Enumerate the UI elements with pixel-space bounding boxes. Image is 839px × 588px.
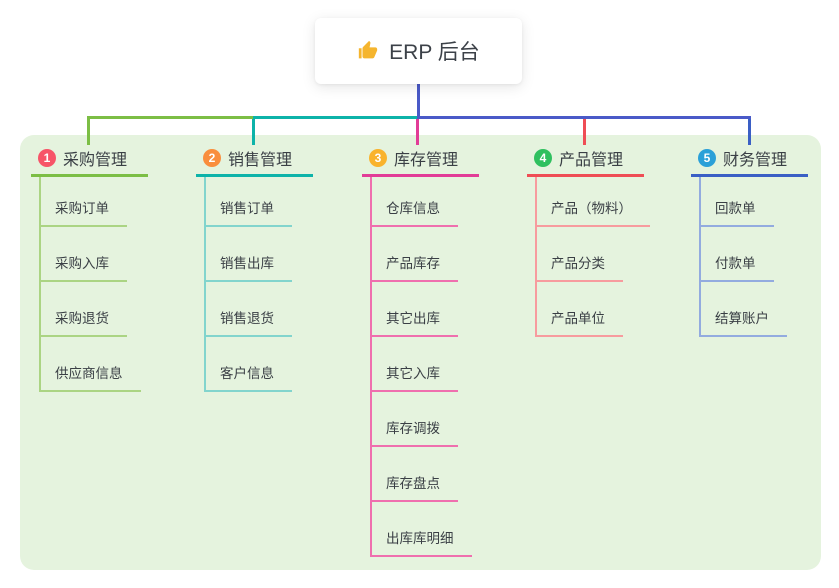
mindmap-child-node[interactable]: 销售退货 <box>206 282 292 337</box>
root-node-title: ERP 后台 <box>389 41 480 64</box>
branch-children: 仓库信息产品库存其它出库其它入库库存调拨库存盘点出库库明细 <box>370 177 479 557</box>
branch-number-badge: 4 <box>534 148 552 167</box>
connector-horizontal-segment-1 <box>88 116 253 119</box>
mindmap-child-node[interactable]: 客户信息 <box>206 337 292 392</box>
branch-number-badge: 1 <box>38 148 56 167</box>
connector-root-vertical <box>417 84 420 116</box>
branch-number-badge: 3 <box>369 148 387 167</box>
mindmap-child-node[interactable]: 出库库明细 <box>372 502 472 557</box>
branch-label: 销售管理 <box>228 151 293 169</box>
branch-children: 采购订单采购入库采购退货供应商信息 <box>39 177 148 392</box>
branch-label: 采购管理 <box>63 151 128 169</box>
mindmap-child-node[interactable]: 采购订单 <box>41 177 127 227</box>
connector-drop-branch-3 <box>416 116 419 145</box>
mindmap-branch: 1 采购管理 采购订单采购入库采购退货供应商信息 <box>31 146 148 392</box>
mindmap-branch: 2 销售管理 销售订单销售出库销售退货客户信息 <box>196 146 313 392</box>
mindmap-child-node[interactable]: 其它出库 <box>372 282 458 337</box>
connector-horizontal-segment-3 <box>417 116 751 119</box>
mindmap-branch-node[interactable]: 2 销售管理 <box>196 146 313 177</box>
mindmap-child-node[interactable]: 供应商信息 <box>41 337 141 392</box>
branch-children: 销售订单销售出库销售退货客户信息 <box>204 177 313 392</box>
mindmap-child-node[interactable]: 仓库信息 <box>372 177 458 227</box>
mindmap-branch: 4 产品管理 产品（物料）产品分类产品单位 <box>527 146 650 337</box>
branch-children: 产品（物料）产品分类产品单位 <box>535 177 650 337</box>
mindmap-panel: 1 采购管理 采购订单采购入库采购退货供应商信息 2 销售管理 销售订单销售出库… <box>20 135 821 570</box>
connector-drop-branch-1 <box>87 116 90 145</box>
branch-label: 库存管理 <box>394 151 459 169</box>
connector-horizontal-segment-2 <box>253 116 417 119</box>
mindmap-child-node[interactable]: 其它入库 <box>372 337 458 392</box>
mindmap-child-node[interactable]: 付款单 <box>701 227 774 282</box>
branch-number-badge: 5 <box>698 148 716 167</box>
thumbs-up-icon <box>357 40 379 62</box>
mindmap-branch: 3 库存管理 仓库信息产品库存其它出库其它入库库存调拨库存盘点出库库明细 <box>362 146 479 557</box>
mindmap-branch-node[interactable]: 1 采购管理 <box>31 146 148 177</box>
mindmap-branch: 5 财务管理 回款单付款单结算账户 <box>691 146 808 337</box>
mindmap-branch-node[interactable]: 4 产品管理 <box>527 146 644 177</box>
branch-number-badge: 2 <box>203 148 221 167</box>
mindmap-child-node[interactable]: 库存调拨 <box>372 392 458 447</box>
mindmap-child-node[interactable]: 结算账户 <box>701 282 787 337</box>
branch-label: 财务管理 <box>723 151 788 169</box>
mindmap-child-node[interactable]: 销售出库 <box>206 227 292 282</box>
mindmap-child-node[interactable]: 采购退货 <box>41 282 127 337</box>
mindmap-child-node[interactable]: 产品（物料） <box>537 177 650 227</box>
mindmap-child-node[interactable]: 销售订单 <box>206 177 292 227</box>
connector-drop-branch-4 <box>583 116 586 145</box>
root-node-erp[interactable]: ERP 后台 <box>315 18 522 84</box>
mindmap-branch-node[interactable]: 3 库存管理 <box>362 146 479 177</box>
mindmap-child-node[interactable]: 产品库存 <box>372 227 458 282</box>
connector-drop-branch-5 <box>748 116 751 145</box>
mindmap-child-node[interactable]: 采购入库 <box>41 227 127 282</box>
branch-children: 回款单付款单结算账户 <box>699 177 808 337</box>
mindmap-child-node[interactable]: 库存盘点 <box>372 447 458 502</box>
connector-drop-branch-2 <box>252 116 255 145</box>
mindmap-branch-node[interactable]: 5 财务管理 <box>691 146 808 177</box>
mindmap-child-node[interactable]: 产品单位 <box>537 282 623 337</box>
mindmap-child-node[interactable]: 产品分类 <box>537 227 623 282</box>
branch-label: 产品管理 <box>559 151 624 169</box>
mindmap-child-node[interactable]: 回款单 <box>701 177 774 227</box>
